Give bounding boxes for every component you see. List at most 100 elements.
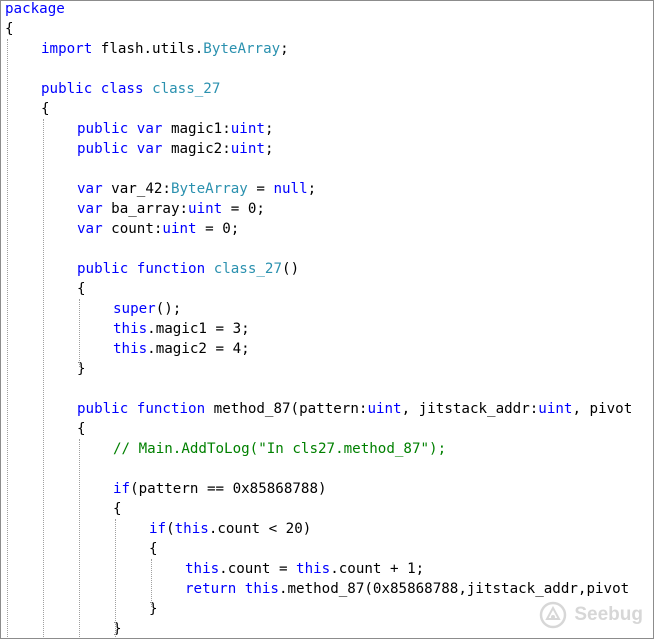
code-token-keyword: var <box>136 121 163 137</box>
code-line[interactable]: public function method_87(pattern:uint, … <box>5 399 653 419</box>
code-token-plain: = 0; <box>222 201 265 217</box>
code-line[interactable]: } <box>5 359 653 379</box>
code-token-keyword: public <box>41 81 93 97</box>
code-token-plain: } <box>149 601 158 617</box>
code-token-plain <box>144 81 153 97</box>
code-line[interactable] <box>5 239 653 259</box>
code-line[interactable]: package <box>5 1 653 19</box>
code-token-plain: = 0; <box>196 221 240 237</box>
code-line[interactable]: } <box>5 619 653 638</box>
code-line[interactable]: this.magic2 = 4; <box>5 339 653 359</box>
code-token-plain <box>128 121 137 137</box>
code-token-plain: .count = <box>219 561 297 577</box>
code-line[interactable] <box>5 379 653 399</box>
code-line[interactable] <box>5 459 653 479</box>
code-token-plain: .method_87(0x85868788,jitstack_addr,pivo… <box>278 581 630 597</box>
code-token-plain: { <box>5 21 14 37</box>
code-token-keyword: class <box>100 81 144 97</box>
code-line[interactable]: var count:uint = 0; <box>5 219 653 239</box>
code-line[interactable] <box>5 59 653 79</box>
code-line[interactable]: { <box>5 19 653 39</box>
code-token-keyword: this <box>174 521 209 537</box>
code-token-keyword: public <box>77 261 129 277</box>
code-token-plain: () <box>282 261 300 277</box>
code-token-keyword: uint <box>188 201 223 217</box>
code-token-plain <box>236 581 245 597</box>
code-line[interactable]: super(); <box>5 299 653 319</box>
indent-guide <box>43 119 44 638</box>
code-token-keyword: public <box>77 141 129 157</box>
code-token-keyword: if <box>149 521 167 537</box>
code-token-plain: (pattern == 0x85868788) <box>130 481 327 497</box>
code-token-keyword: import <box>41 41 93 57</box>
code-token-plain: } <box>113 621 122 637</box>
code-line[interactable]: this.count = this.count + 1; <box>5 559 653 579</box>
code-token-plain: method_87(pattern: <box>205 401 368 417</box>
code-token-plain: count: <box>102 221 163 237</box>
code-view[interactable]: package{import flash.utils.ByteArray;pub… <box>5 1 653 638</box>
code-token-plain: var_42: <box>102 181 171 197</box>
code-token-keyword: uint <box>162 221 197 237</box>
code-token-plain: , pivot <box>572 401 633 417</box>
code-token-plain: { <box>77 421 86 437</box>
code-line[interactable]: public var magic2:uint; <box>5 139 653 159</box>
code-token-plain: flash.utils. <box>92 41 204 57</box>
code-line[interactable] <box>5 159 653 179</box>
code-token-keyword: this <box>113 321 148 337</box>
code-token-comment: // Main.AddToLog("In cls27.method_87"); <box>113 441 447 457</box>
seebug-watermark: Seebug <box>538 600 643 630</box>
code-token-plain: ; <box>264 141 274 157</box>
code-line[interactable]: if(pattern == 0x85868788) <box>5 479 653 499</box>
code-token-type: ByteArray <box>170 181 248 197</box>
code-line[interactable]: return this.method_87(0x85868788,jitstac… <box>5 579 653 599</box>
code-token-plain: (); <box>155 301 182 317</box>
code-line[interactable]: { <box>5 99 653 119</box>
code-line[interactable]: this.magic1 = 3; <box>5 319 653 339</box>
code-token-keyword: var <box>77 181 103 197</box>
code-line[interactable]: { <box>5 419 653 439</box>
code-token-keyword: function <box>136 261 206 277</box>
code-token-keyword: var <box>77 201 103 217</box>
code-token-plain: .magic2 = 4; <box>147 341 250 357</box>
code-token-plain: .count < 20) <box>208 521 312 537</box>
code-token-keyword: public <box>77 121 129 137</box>
code-token-plain <box>128 141 137 157</box>
code-token-plain: { <box>149 541 158 557</box>
code-token-keyword: public <box>77 401 129 417</box>
code-token-keyword: uint <box>367 401 402 417</box>
code-token-keyword: uint <box>230 121 265 137</box>
code-token-keyword: this <box>244 581 279 597</box>
code-token-plain <box>205 261 214 277</box>
code-token-plain: .count + 1; <box>330 561 425 577</box>
code-line[interactable]: { <box>5 539 653 559</box>
seebug-logo-icon <box>540 601 567 629</box>
watermark-label: Seebug <box>574 604 643 625</box>
code-token-plain: ; <box>264 121 274 137</box>
code-line[interactable]: var ba_array:uint = 0; <box>5 199 653 219</box>
code-token-keyword: package <box>5 1 65 17</box>
code-token-plain: } <box>77 361 86 377</box>
code-token-plain: ; <box>280 41 289 57</box>
code-line[interactable]: public function class_27() <box>5 259 653 279</box>
code-line[interactable]: } <box>5 599 653 619</box>
code-line[interactable]: public var magic1:uint; <box>5 119 653 139</box>
code-line[interactable]: import flash.utils.ByteArray; <box>5 39 653 59</box>
code-token-keyword: return <box>185 581 237 597</box>
code-token-plain: ; <box>307 181 317 197</box>
code-token-type: ByteArray <box>203 41 281 57</box>
code-line[interactable]: if(this.count < 20) <box>5 519 653 539</box>
code-line[interactable]: var var_42:ByteArray = null; <box>5 179 653 199</box>
code-token-keyword: this <box>113 341 148 357</box>
code-line[interactable]: // Main.AddToLog("In cls27.method_87"); <box>5 439 653 459</box>
code-line[interactable]: public class class_27 <box>5 79 653 99</box>
code-token-plain: magic1: <box>162 121 231 137</box>
indent-guide <box>151 559 152 607</box>
code-line[interactable]: { <box>5 499 653 519</box>
code-token-keyword: function <box>136 401 206 417</box>
code-token-keyword: this <box>185 561 220 577</box>
code-token-type: class_27 <box>213 261 283 277</box>
code-line[interactable]: { <box>5 279 653 299</box>
code-token-plain <box>92 81 101 97</box>
code-token-plain: , jitstack_addr: <box>401 401 539 417</box>
